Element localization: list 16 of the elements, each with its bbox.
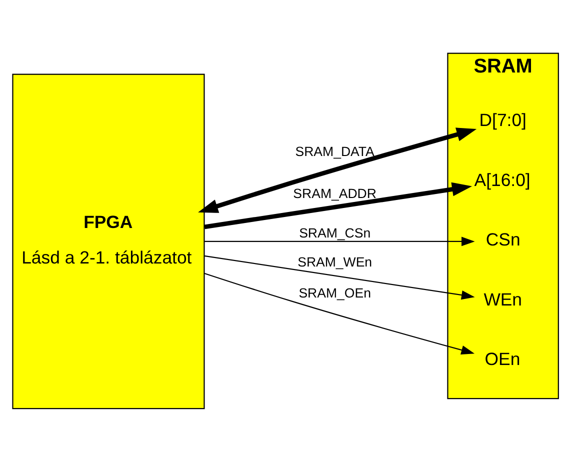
node-text: OEn [484,348,520,369]
arrow [204,182,472,229]
arrow [204,272,475,354]
node-text: CSn [486,229,520,250]
edge-label: SRAM_CSn [299,225,371,240]
node-text: D[7:0] [479,110,526,130]
node-text: WEn [484,288,522,309]
edge-label: SRAM_ADDR [293,185,376,200]
node-box: FPGA Lásd a 2-1. táblázatot [12,73,205,409]
arrow [198,127,477,212]
node-text: A[16:0] [474,169,530,190]
edge-label: SRAM_DATA [295,143,374,158]
arrow [204,254,475,300]
edge-label: SRAM_OEn [298,284,371,300]
arrow [204,236,475,246]
edge-label: SRAM_WEn [298,254,372,269]
